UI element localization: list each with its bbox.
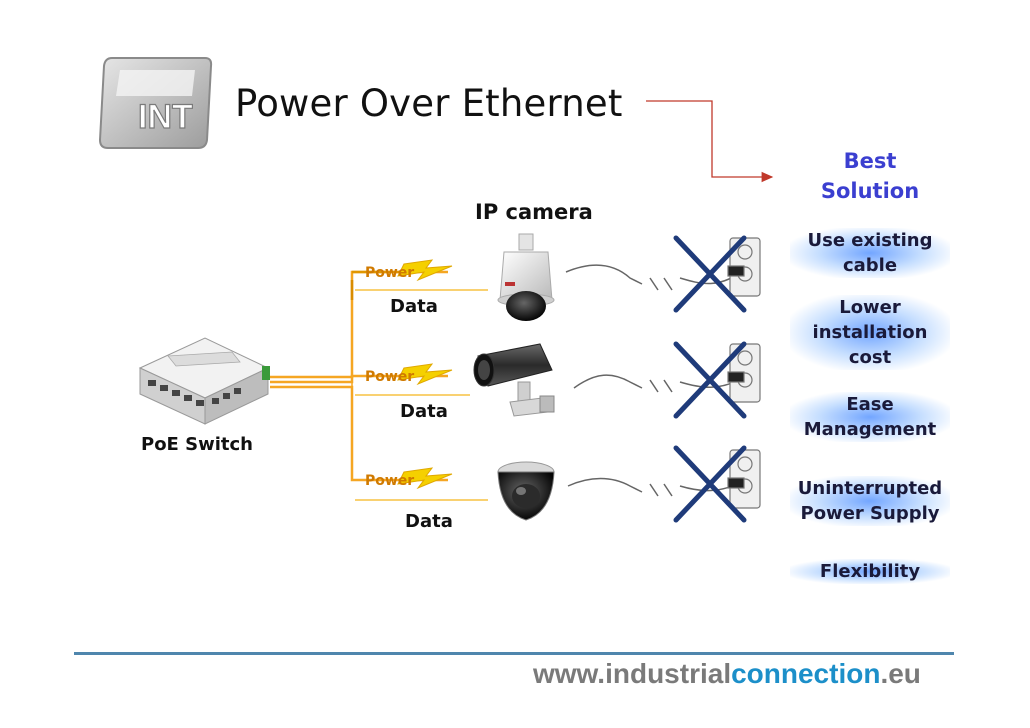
outlet-icon: [727, 449, 761, 509]
footer-url[interactable]: www.industrialconnection.eu: [533, 658, 921, 690]
benefit-line: installation: [812, 322, 928, 343]
lightning-icon: [397, 467, 453, 490]
benefit-line: cost: [848, 347, 892, 368]
benefit-item: Ease Management: [790, 392, 950, 442]
power-bolts: [397, 259, 453, 490]
benefit-line: Use existing: [807, 230, 933, 251]
benefit-line: Flexibility: [819, 561, 921, 582]
wall-outlets: [727, 237, 761, 509]
cross-icon: [673, 235, 747, 313]
camera-label: IP camera: [475, 200, 593, 224]
best-solution-line: Best: [843, 149, 897, 173]
power-label: Power: [365, 265, 415, 281]
footer-divider: [74, 652, 954, 655]
benefit-item: Uninterrupted Power Supply: [790, 476, 950, 526]
benefit-item: Flexibility: [790, 559, 950, 584]
int-logo: INT: [98, 57, 213, 149]
footer-url-highlight: connection: [731, 658, 881, 689]
footer-url-prefix: www.industrial: [533, 658, 732, 689]
outlet-icon: [727, 237, 761, 297]
data-lines: [355, 289, 488, 501]
footer-url-suffix: .eu: [880, 658, 921, 689]
data-label: Data: [405, 511, 453, 532]
outlet-icon: [727, 343, 761, 403]
page-title: Power Over Ethernet: [235, 82, 623, 125]
benefit-line: Lower: [839, 297, 901, 318]
power-cords: [565, 264, 747, 497]
benefit-line: Management: [803, 419, 937, 440]
logo-lettering: INT: [138, 98, 193, 136]
benefit-item: Lower installation cost: [790, 295, 950, 370]
lightning-icon: [397, 363, 453, 386]
cross-icon: [673, 445, 747, 523]
cross-marks: [673, 235, 747, 523]
benefit-item: Use existing cable: [790, 228, 950, 278]
data-label: Data: [400, 401, 448, 422]
poe-switch-device: [138, 337, 270, 425]
benefit-line: cable: [842, 255, 898, 276]
benefit-line: Power Supply: [800, 503, 940, 524]
cross-icon: [673, 341, 747, 419]
benefit-line: Uninterrupted: [797, 478, 943, 499]
benefit-line: Ease: [846, 394, 894, 415]
power-label: Power: [365, 369, 415, 385]
ptz-dome-camera: [497, 233, 555, 321]
best-solution-line: Solution: [820, 179, 920, 203]
data-label: Data: [390, 296, 438, 317]
power-label: Power: [365, 473, 415, 489]
fixed-dome-camera: [497, 461, 555, 521]
title-arrow: [646, 100, 774, 183]
switch-label: PoE Switch: [141, 434, 253, 455]
best-solution-heading: Best Solution: [800, 146, 940, 206]
bullet-camera: [473, 343, 555, 417]
lightning-icon: [397, 259, 453, 282]
